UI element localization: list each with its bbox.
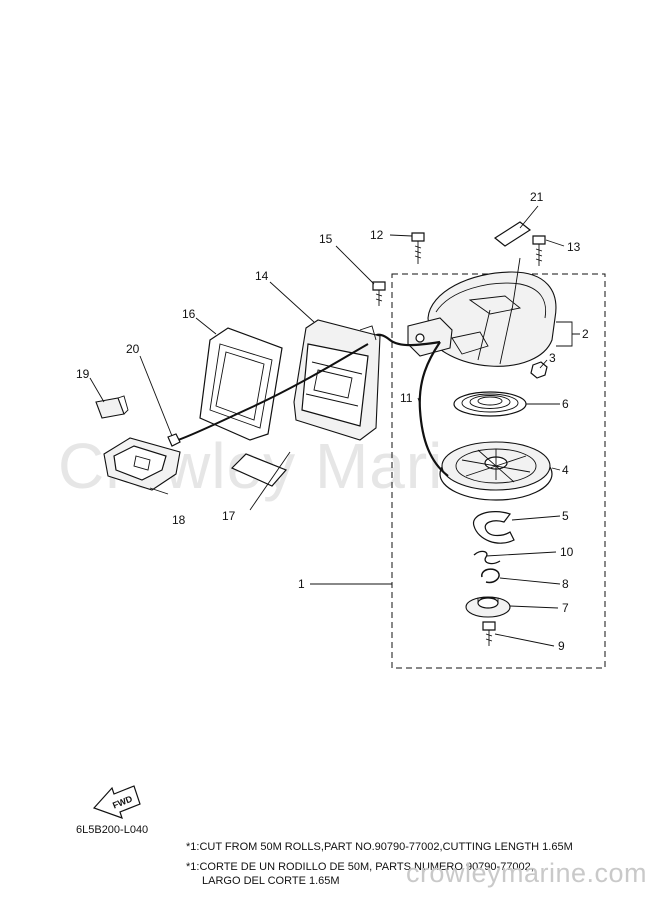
part-5-drive-plate[interactable]: [473, 511, 515, 544]
part-21-decal[interactable]: [493, 221, 532, 247]
callout-21: 21: [530, 190, 544, 204]
callout-4: 4: [562, 463, 569, 477]
callout-14: 14: [255, 269, 269, 283]
callout-16: 16: [182, 307, 196, 321]
diagram-code: 6L5B200-L040: [76, 824, 149, 836]
part-7-drum[interactable]: [465, 596, 511, 618]
callout-1: 1: [298, 577, 305, 591]
callout-15: 15: [319, 232, 333, 246]
leader-lines: [89, 205, 580, 647]
part-4-pulley[interactable]: [439, 441, 553, 501]
assembly-boundary: [391, 273, 606, 669]
note-spanish-line1: *1:CORTE DE UN RODILLO DE 50M, PARTS NUM…: [186, 861, 534, 873]
note-english: *1:CUT FROM 50M ROLLS,PART NO.90790-7700…: [186, 841, 573, 853]
callout-19: 19: [76, 367, 90, 381]
callout-18: 18: [172, 513, 186, 527]
callout-2: 2: [582, 327, 589, 341]
callout-10: 10: [560, 545, 574, 559]
part-16-rubber-seal[interactable]: [199, 327, 283, 441]
callout-8: 8: [562, 577, 569, 591]
part-3-nut[interactable]: [530, 361, 548, 379]
callout-13: 13: [567, 240, 581, 254]
part-13-bolt[interactable]: [532, 235, 546, 266]
fwd-arrow-icon: FWD: [92, 785, 141, 819]
callout-17: 17: [222, 509, 236, 523]
part-19-cap[interactable]: [95, 395, 129, 419]
callout-11: 11: [400, 391, 413, 405]
part-8-circlip[interactable]: [481, 568, 500, 584]
callout-12: 12: [370, 228, 384, 242]
callout-7: 7: [562, 601, 569, 615]
watermark-url: crowleymarine.com: [405, 858, 647, 888]
callout-5: 5: [562, 509, 569, 523]
part-2-starter-housing[interactable]: [407, 271, 557, 367]
callout-20: 20: [126, 342, 140, 356]
callout-3: 3: [549, 351, 556, 365]
part-20-rope-stopper[interactable]: [167, 433, 181, 447]
part-18-starter-handle[interactable]: [103, 437, 181, 491]
part-9-bolt[interactable]: [482, 621, 496, 646]
callout-9: 9: [558, 639, 565, 653]
part-15-bolt[interactable]: [372, 281, 386, 306]
callout-6: 6: [562, 397, 569, 411]
part-12-bolt[interactable]: [411, 232, 425, 264]
part-10-spring[interactable]: [473, 550, 501, 565]
note-spanish-line2: LARGO DEL CORTE 1.65M: [202, 875, 340, 887]
part-6-spiral-spring[interactable]: [453, 391, 527, 417]
